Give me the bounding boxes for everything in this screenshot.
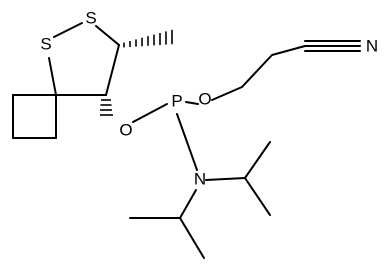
bond-n-ch-left: [179, 189, 197, 219]
bond-s-s: [53, 22, 83, 38]
atom-nitrogen-nitrile: N: [366, 37, 378, 56]
atom-oxygen-left: O: [119, 121, 132, 140]
atom-sulfur-upper: S: [85, 9, 96, 28]
bond-ch-me-lower: [244, 177, 271, 216]
diisopropylamino-group: [129, 141, 271, 259]
bond-ch-me-upper: [244, 141, 271, 179]
bond-ch-me-down: [179, 217, 205, 259]
oxygen-hashed-wedge: [100, 99, 113, 116]
bond-o-ch2: [211, 86, 243, 101]
atom-sulfur-lower: S: [40, 35, 51, 54]
bond-p-n: [176, 113, 198, 171]
methyl-hashed-wedge: [123, 29, 173, 48]
dithiolane-ring: [48, 22, 120, 96]
bond-p-o: [185, 101, 199, 105]
bond-spiro-s: [48, 57, 57, 96]
atom-oxygen-right: O: [198, 90, 211, 109]
bond-ch-ch: [105, 44, 120, 96]
bond-ch2-ch2: [241, 54, 273, 88]
cyclobutane-ring: [12, 94, 57, 139]
bond-s-ch: [95, 25, 120, 46]
atom-phosphorus: P: [171, 92, 182, 111]
bond-ch2-cn: [271, 45, 306, 56]
phosphoramidite-chain: [132, 40, 361, 171]
bond-n-ch-right: [205, 177, 246, 181]
bond-o-p: [132, 103, 168, 123]
atom-nitrogen-amine: N: [194, 170, 206, 189]
